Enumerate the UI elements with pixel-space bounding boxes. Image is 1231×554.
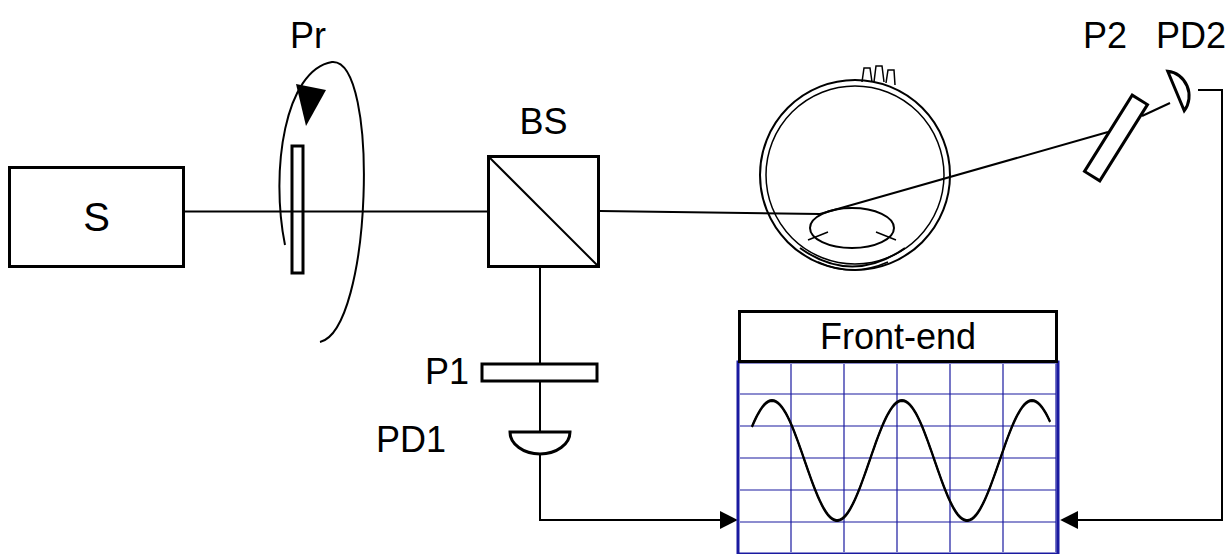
beam-line	[185, 211, 487, 213]
rotation-arrow	[279, 62, 363, 342]
part-label: PD2	[1156, 16, 1226, 56]
photodiode	[1168, 68, 1193, 112]
splitter-diagonal	[489, 157, 598, 266]
arrow-head	[296, 84, 326, 126]
beam	[600, 132, 1108, 214]
oscilloscope-screen	[738, 362, 1058, 554]
node-label: BS	[490, 102, 597, 142]
source-box: S	[8, 166, 185, 268]
node-label: Front-end	[820, 317, 976, 357]
node-label: S	[83, 195, 110, 239]
front-end-header: Front-end	[738, 310, 1058, 363]
part-label: P2	[1083, 16, 1127, 56]
polarizer-plate	[482, 364, 597, 381]
signal-wire	[1062, 90, 1222, 520]
beam	[539, 268, 541, 432]
polarizer-plate	[1085, 95, 1148, 181]
beam-splitter: BS	[487, 155, 600, 268]
part-label: Pr	[290, 16, 326, 56]
part-label: PD1	[376, 420, 446, 460]
polarizer-plate	[292, 146, 303, 273]
part-label: P1	[425, 352, 469, 392]
signal-wire	[540, 454, 736, 520]
photodiode	[510, 432, 570, 454]
beam	[1142, 103, 1170, 116]
eye-illustration	[760, 66, 950, 270]
